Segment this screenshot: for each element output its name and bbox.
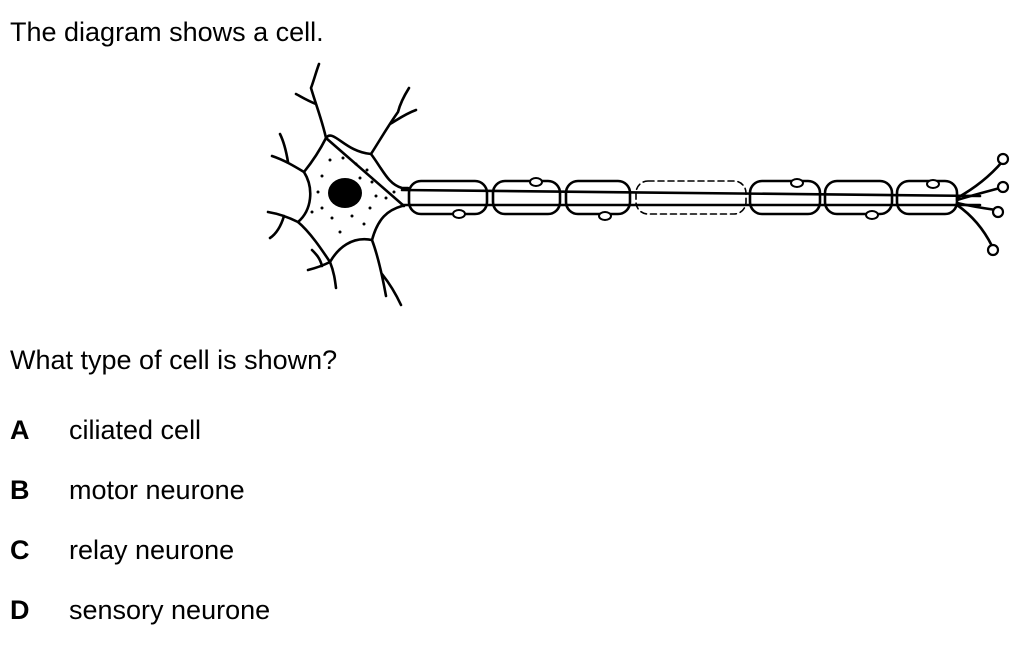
cytoplasm-dots <box>310 156 396 234</box>
dendrite-bottom <box>306 248 338 290</box>
option-text: relay neurone <box>69 535 235 565</box>
axon-terminal <box>955 160 1004 200</box>
option-a[interactable]: A ciliated cell <box>10 412 270 472</box>
axon-terminal <box>955 186 1002 202</box>
option-letter: C <box>10 535 30 565</box>
schwann-nucleus <box>865 210 879 220</box>
synaptic-knob <box>996 180 1010 194</box>
option-text: motor neurone <box>69 475 245 505</box>
answer-options: A ciliated cell B motor neurone C relay … <box>10 412 270 652</box>
dendrite-top-right <box>369 86 418 156</box>
option-d[interactable]: D sensory neurone <box>10 592 270 652</box>
axon-terminal <box>955 203 994 248</box>
dendrite-bottom-right <box>370 238 403 307</box>
dendrite-top <box>294 62 328 140</box>
dendrite-left-upper <box>270 132 306 174</box>
option-letter: B <box>10 475 30 505</box>
axon-upper-line <box>400 188 982 198</box>
nucleus <box>328 178 362 208</box>
myelin-sheath <box>748 179 822 216</box>
myelin-sheath <box>407 179 489 216</box>
myelin-sheath <box>823 179 894 216</box>
neurone-diagram <box>266 62 1010 307</box>
synaptic-knob <box>991 205 1005 219</box>
option-text: ciliated cell <box>69 415 202 445</box>
myelin-sheath-dashed <box>635 180 747 215</box>
myelin-sheath <box>491 179 562 216</box>
myelin-sheath <box>564 179 632 216</box>
option-letter: D <box>10 595 30 625</box>
question-prompt: What type of cell is shown? <box>10 345 338 375</box>
schwann-nucleus <box>452 209 466 219</box>
schwann-nucleus <box>529 177 543 187</box>
schwann-nucleus <box>926 179 940 189</box>
option-c[interactable]: C relay neurone <box>10 532 270 592</box>
option-text: sensory neurone <box>69 595 271 625</box>
schwann-nucleus <box>598 211 612 221</box>
synaptic-knob <box>996 152 1010 166</box>
question-intro: The diagram shows a cell. <box>10 17 324 47</box>
dendrite-left-lower <box>266 210 300 240</box>
synaptic-knob <box>986 243 1000 257</box>
option-letter: A <box>10 415 30 445</box>
option-b[interactable]: B motor neurone <box>10 472 270 532</box>
schwann-nucleus <box>790 178 804 188</box>
